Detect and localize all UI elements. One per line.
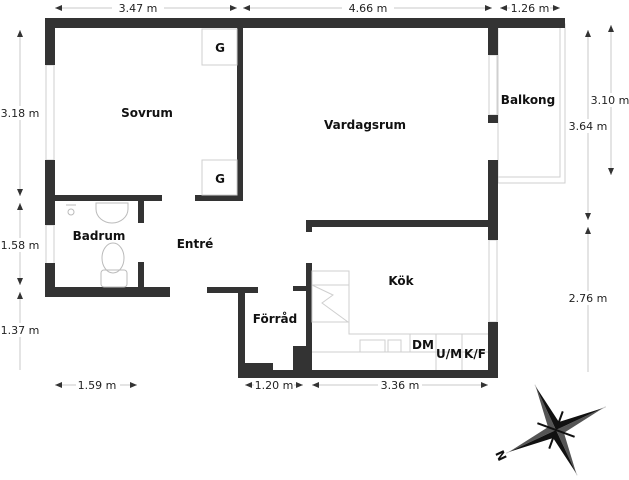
dim-bottom-forrad: 1.20 m	[255, 379, 294, 392]
dim-left-badrum: 1.58 m	[1, 239, 40, 252]
dim-right-balkong: 3.10 m	[591, 94, 629, 107]
wardrobe-label: G	[215, 41, 225, 55]
dim-bottom-kok: 3.36 m	[381, 379, 420, 392]
toilet-icon	[101, 242, 125, 274]
room-label-vardagsrum: Vardagsrum	[324, 118, 406, 132]
sink-icon	[95, 202, 129, 224]
bathroom-fixtures	[66, 202, 129, 288]
room-label-kok: Kök	[388, 274, 414, 288]
shower-icon	[67, 208, 75, 216]
wardrobes: G G	[201, 28, 238, 196]
walls	[45, 18, 565, 378]
room-label-sovrum: Sovrum	[121, 106, 173, 120]
dim-top-balkong: 1.26 m	[511, 2, 550, 15]
dim-right-vardagsrum: 3.64 m	[569, 120, 608, 133]
fridge-freezer-label: K/F	[464, 347, 486, 361]
wardrobe-label: G	[215, 172, 225, 186]
dim-left-lower: 1.37 m	[1, 324, 40, 337]
dim-top-sovrum: 3.47 m	[119, 2, 158, 15]
dishwasher-label: DM	[412, 338, 434, 352]
oven-microwave-label: U/M	[436, 347, 462, 361]
stairs-icon	[311, 284, 349, 323]
dim-right-kok: 2.76 m	[569, 292, 608, 305]
dim-bottom-badrum: 1.59 m	[78, 379, 117, 392]
dim-left-sovrum: 3.18 m	[1, 107, 40, 120]
room-label-forrad: Förråd	[253, 312, 297, 326]
compass-rose-icon: N	[492, 384, 607, 476]
dim-top-vardagsrum: 4.66 m	[349, 2, 388, 15]
windows	[45, 54, 498, 323]
room-labels: Sovrum Vardagsrum Balkong Badrum Entré K…	[73, 93, 556, 326]
dimension-labels: 3.47 m 4.66 m 1.26 m 3.18 m 1.58 m 1.37 …	[0, 1, 629, 392]
room-label-badrum: Badrum	[73, 229, 126, 243]
room-label-balkong: Balkong	[501, 93, 555, 107]
compass-north-label: N	[492, 448, 509, 463]
kitchen-fixtures: DM U/M K/F	[311, 270, 488, 370]
room-label-entre: Entré	[177, 237, 214, 251]
